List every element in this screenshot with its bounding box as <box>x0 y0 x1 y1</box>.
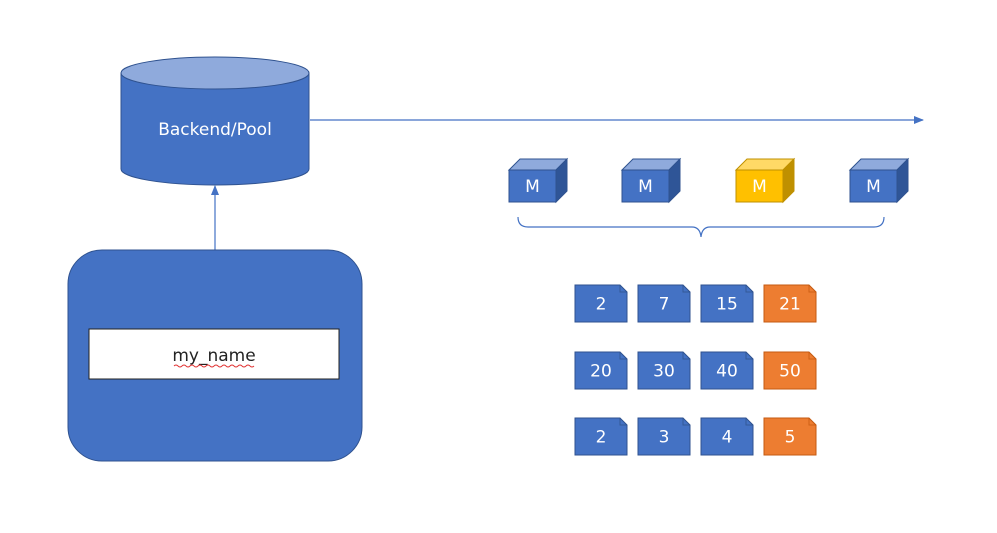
card-shape <box>574 351 628 390</box>
number-grid: 2 7 15 21 20 30 40 50 2 3 4 5 <box>574 284 817 456</box>
number-card[interactable]: 15 <box>700 284 754 323</box>
cube-3[interactable]: M <box>734 157 796 204</box>
card-shape <box>574 417 628 456</box>
card-value: 40 <box>716 362 738 382</box>
card-fold <box>808 352 816 360</box>
card-value: 50 <box>779 362 801 382</box>
card-fold <box>745 285 753 293</box>
card-fold <box>619 285 627 293</box>
card-shape <box>637 417 691 456</box>
card-value: 3 <box>659 428 670 448</box>
card-fold <box>682 352 690 360</box>
cube-label: M <box>525 177 540 197</box>
card-value: 15 <box>716 295 738 315</box>
database-top <box>120 56 310 90</box>
cube-label: M <box>752 177 767 197</box>
cube-front-face <box>849 169 898 203</box>
number-card[interactable]: 2 <box>574 417 628 456</box>
number-card[interactable]: 5 <box>763 417 817 456</box>
card-value: 5 <box>785 428 796 448</box>
number-card[interactable]: 50 <box>763 351 817 390</box>
number-card[interactable]: 2 <box>574 284 628 323</box>
database-cylinder-icon[interactable]: Backend/Pool <box>120 56 310 186</box>
number-card[interactable]: 30 <box>637 351 691 390</box>
card-shape <box>700 351 754 390</box>
card-fold <box>619 418 627 426</box>
number-card[interactable]: 40 <box>700 351 754 390</box>
number-card[interactable]: 3 <box>637 417 691 456</box>
card-shape <box>700 417 754 456</box>
number-card[interactable]: 7 <box>637 284 691 323</box>
cube-4[interactable]: M <box>848 157 910 204</box>
cube-2[interactable]: M <box>620 157 682 204</box>
card-shape <box>637 351 691 390</box>
card-fold <box>682 418 690 426</box>
cube-label: M <box>866 177 881 197</box>
card-value: 30 <box>653 362 675 382</box>
number-card[interactable]: 21 <box>763 284 817 323</box>
card-fold <box>808 285 816 293</box>
card-shape <box>637 284 691 323</box>
card-value: 21 <box>779 295 801 315</box>
app-container: my_name <box>67 249 363 462</box>
name-field-text: my_name <box>172 346 255 366</box>
card-value: 2 <box>596 428 607 448</box>
card-value: 2 <box>596 295 607 315</box>
card-value: 4 <box>722 428 733 448</box>
cube-1[interactable]: M <box>507 157 569 204</box>
card-fold <box>745 418 753 426</box>
number-card[interactable]: 20 <box>574 351 628 390</box>
card-fold <box>682 285 690 293</box>
card-shape <box>763 351 817 390</box>
cube-label: M <box>638 177 653 197</box>
curly-brace <box>517 216 885 238</box>
card-shape <box>574 284 628 323</box>
name-field[interactable] <box>88 328 340 380</box>
cube-front-face <box>735 169 784 203</box>
card-shape <box>763 417 817 456</box>
cube-front-face <box>621 169 670 203</box>
card-shape <box>763 284 817 323</box>
card-shape <box>700 284 754 323</box>
card-value: 20 <box>590 362 612 382</box>
number-card[interactable]: 4 <box>700 417 754 456</box>
card-fold <box>808 418 816 426</box>
card-fold <box>619 352 627 360</box>
spellcheck-underline <box>173 364 255 368</box>
cube-front-face <box>508 169 557 203</box>
card-value: 7 <box>659 295 670 315</box>
database-body <box>120 72 310 186</box>
card-fold <box>745 352 753 360</box>
database-label: Backend/Pool <box>158 120 272 140</box>
